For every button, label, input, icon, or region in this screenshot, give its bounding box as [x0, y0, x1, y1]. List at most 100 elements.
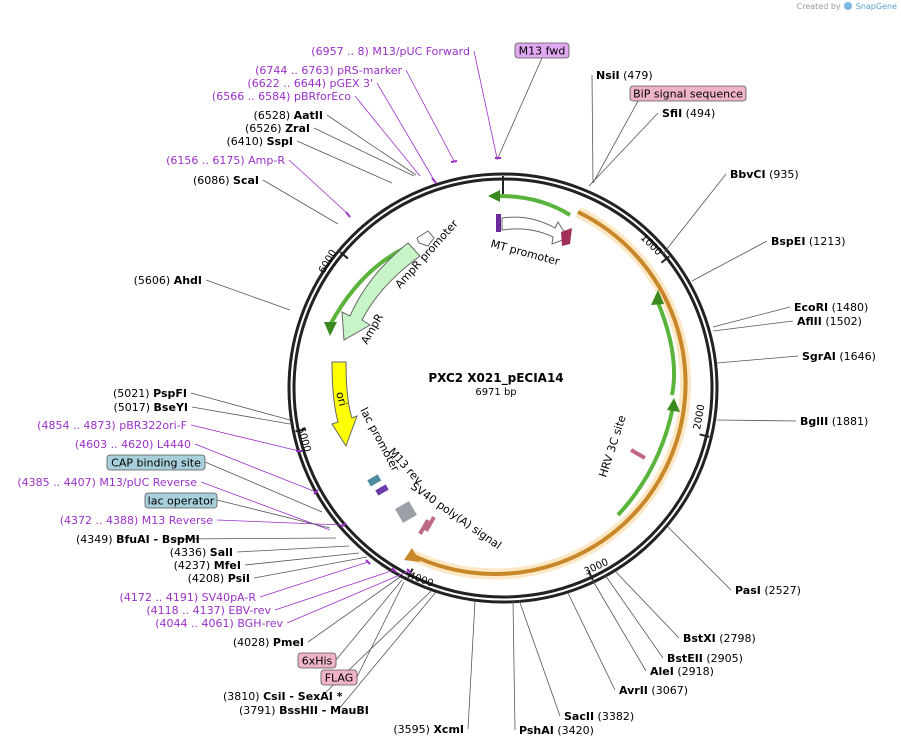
site-name-extra: - SexAI *: [286, 690, 343, 703]
site-label-pspfi: (5021) PspFI: [113, 387, 187, 400]
site-label-pmei: (4028) PmeI: [233, 636, 304, 649]
site-name: PshAI: [519, 724, 554, 737]
cap-binding-tag-box: [106, 454, 206, 471]
site-label-pbrforeco: (6566 .. 6584) pBRforEco: [212, 90, 351, 103]
site-name: PmeI: [273, 636, 304, 649]
feature-label-ori: ori: [333, 390, 349, 407]
site-name: SspI: [267, 135, 293, 148]
site-label-psii: (4208) PsiI: [188, 572, 250, 585]
leader-ahdi: [205, 279, 291, 311]
site-coord: (1480): [828, 301, 868, 314]
sv40-tag-marker-2: [424, 516, 436, 532]
site-name: PsiI: [228, 572, 250, 585]
site-coord: (4385 .. 4407): [17, 476, 99, 489]
site-name: pBR322ori-F: [119, 419, 187, 432]
primer-tick-pgex: [431, 177, 437, 184]
site-name-extra: - MauBI: [318, 704, 369, 717]
leader-pasi: [667, 526, 732, 591]
site-name: SacII: [564, 710, 594, 723]
site-label-prs-marker: (6744 .. 6763) pRS-marker: [255, 64, 402, 77]
site-coord: (494): [682, 107, 715, 120]
m13-fwd-tag: M13 fwd: [519, 45, 566, 58]
site-name: BssHII: [279, 704, 318, 717]
site-name: pBRforEco: [294, 90, 351, 103]
site-label-l4440: (4603 .. 4620) L4440: [75, 438, 191, 451]
leader-bsshii: [337, 591, 437, 711]
site-label-ebv-rev: (4118 .. 4137) EBV-rev: [146, 604, 271, 617]
site-label-alei: AleI (2918): [650, 665, 714, 678]
lac-operator-tag-box: [144, 492, 218, 509]
site-coord: (3595): [393, 723, 433, 736]
site-name: ZraI: [285, 122, 310, 135]
leader-bsteii: [604, 574, 664, 659]
tick-label-2000: 2000: [692, 404, 707, 431]
site-coord: (4372 .. 4388): [60, 514, 142, 527]
tick-2000: [699, 433, 710, 438]
site-label-bsshii: (3791) BssHII - MauBI: [239, 704, 369, 717]
feature-label-hrv-3c: HRV 3C site: [596, 413, 628, 478]
flag-tag: FLAG: [325, 672, 354, 685]
site-coord: (4603 .. 4620): [75, 438, 157, 451]
primer-tick-prs: [450, 160, 458, 163]
site-name: NsiI: [596, 69, 620, 82]
site-label-sv40pa-r: (4172 .. 4191) SV40pA-R: [120, 591, 257, 604]
leader-xcmi: [467, 600, 476, 730]
site-name: AhdI: [174, 274, 202, 287]
site-name: SgrAI: [802, 350, 836, 363]
tag-leader-2: [204, 461, 323, 513]
site-label-xcmi: (3595) XcmI: [393, 723, 464, 736]
green-arc-right-1: [655, 299, 677, 396]
site-name: BbvCI: [730, 168, 766, 181]
cds-band: [411, 210, 688, 576]
site-coord: (6566 .. 6584): [212, 90, 294, 103]
leader-avrii: [567, 592, 616, 691]
site-coord: (3791): [239, 704, 279, 717]
leader-pgex-3: [376, 82, 435, 181]
leader-aatii: [326, 114, 417, 176]
site-label-sgrai: SgrAI (1646): [802, 350, 876, 363]
leader-bfuai: [174, 537, 337, 540]
site-label-pgex-3: (6622 .. 6644) pGEX 3': [247, 77, 373, 90]
6xhis-tag: 6xHis: [302, 655, 333, 668]
bip-signal-tag-box: [629, 85, 747, 102]
site-label-aflii: AflII (1502): [797, 315, 862, 328]
site-coord: (2527): [761, 584, 801, 597]
site-name: PspFI: [153, 387, 187, 400]
site-label-bspei: BspEI (1213): [771, 235, 846, 248]
mt-promoter-marker: [496, 214, 501, 232]
site-coord: (5017): [113, 401, 153, 414]
leader-bstxi: [614, 570, 680, 639]
site-coord: (5021): [113, 387, 153, 400]
leader-m13-reverse: [216, 519, 344, 526]
site-name: L4440: [157, 438, 191, 451]
backbone-outer-ring: [287, 172, 719, 604]
site-name: CsiI: [263, 690, 285, 703]
site-coord: (3420): [554, 724, 594, 737]
site-coord: (4044 .. 4061): [155, 617, 237, 630]
site-name-extra: - BspMI: [150, 533, 200, 546]
leader-m13puc-reverse: [200, 481, 331, 531]
leader-ebv-rev: [274, 569, 395, 611]
site-name: M13/pUC Forward: [372, 45, 470, 58]
site-coord: (3810): [223, 690, 263, 703]
site-name: PasI: [735, 584, 761, 597]
leader-bseyi: [191, 406, 291, 425]
site-label-bstxi: BstXI (2798): [683, 632, 756, 645]
site-name: SV40pA-R: [202, 591, 257, 604]
green-arc-left-head: [324, 322, 337, 336]
leader-psii: [253, 556, 368, 579]
site-coord: (6744 .. 6763): [255, 64, 337, 77]
site-label-bsteii: BstEII (2905): [667, 652, 743, 665]
flag-tag-box: [320, 669, 358, 686]
site-coord: (3067): [648, 684, 688, 697]
site-name: BseYI: [154, 401, 188, 414]
site-coord: (6086): [193, 174, 233, 187]
leader-pmei: [307, 576, 401, 643]
snapgene-logo-icon: [844, 2, 853, 10]
site-name: AleI: [650, 665, 674, 678]
m13-fwd-tag-box: [514, 42, 570, 59]
site-label-zrai: (6526) ZraI: [245, 122, 310, 135]
leader-sv40pa-r: [259, 561, 369, 598]
site-label-pbr322ori-f: (4854 .. 4873) pBR322ori-F: [37, 419, 187, 432]
